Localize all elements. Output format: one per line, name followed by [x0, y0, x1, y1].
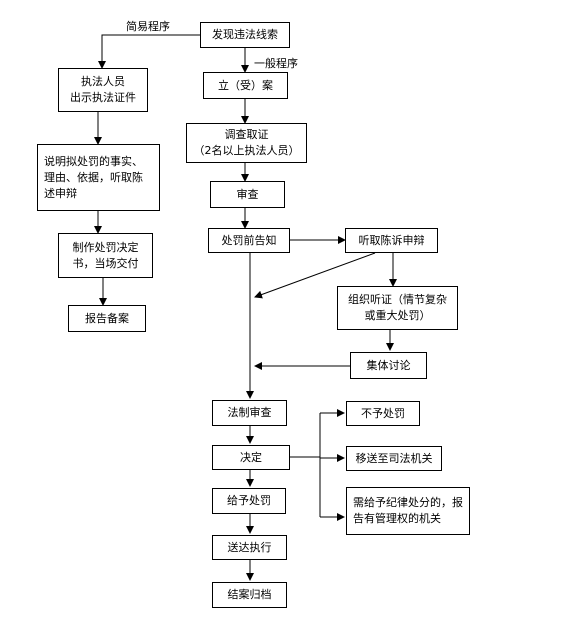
review-box: 审查 — [210, 181, 285, 208]
file-case-box: 立（受）案 — [203, 72, 288, 99]
general-procedure-label: 一般程序 — [254, 57, 298, 70]
make-decision-box: 制作处罚决定书，当场交付 — [58, 233, 153, 278]
legal-review-box: 法制审查 — [212, 400, 287, 426]
hearing-box: 组织听证（情节复杂或重大处罚） — [337, 286, 458, 330]
discover-violation-box: 发现违法线索 — [200, 22, 290, 48]
simple-procedure-label: 简易程序 — [126, 20, 170, 33]
give-penalty-box: 给予处罚 — [212, 488, 286, 514]
close-archive-box: 结案归档 — [212, 582, 287, 608]
arrow-to-simple-procedure — [98, 34, 200, 69]
explain-facts-box: 说明拟处罚的事实、理由、依据，听取陈述申辩 — [37, 144, 160, 211]
disciplinary-report-box: 需给予纪律处分的，报告有管理权的机关 — [346, 487, 470, 535]
officer-certificate-box: 执法人员 出示执法证件 — [58, 68, 148, 112]
transfer-judicial-box: 移送至司法机关 — [346, 446, 442, 471]
report-file-box: 报告备案 — [68, 305, 146, 332]
investigate-box: 调查取证 （2名以上执法人员） — [186, 123, 307, 163]
pre-notice-box: 处罚前告知 — [208, 228, 290, 253]
discussion-box: 集体讨论 — [350, 352, 427, 379]
decision-box: 决定 — [212, 445, 290, 470]
no-penalty-box: 不予处罚 — [346, 401, 420, 426]
deliver-execute-box: 送达执行 — [212, 535, 287, 560]
hear-plea-box: 听取陈诉申辩 — [345, 228, 438, 253]
arrow-hear-plea-to-main-line — [254, 252, 376, 299]
